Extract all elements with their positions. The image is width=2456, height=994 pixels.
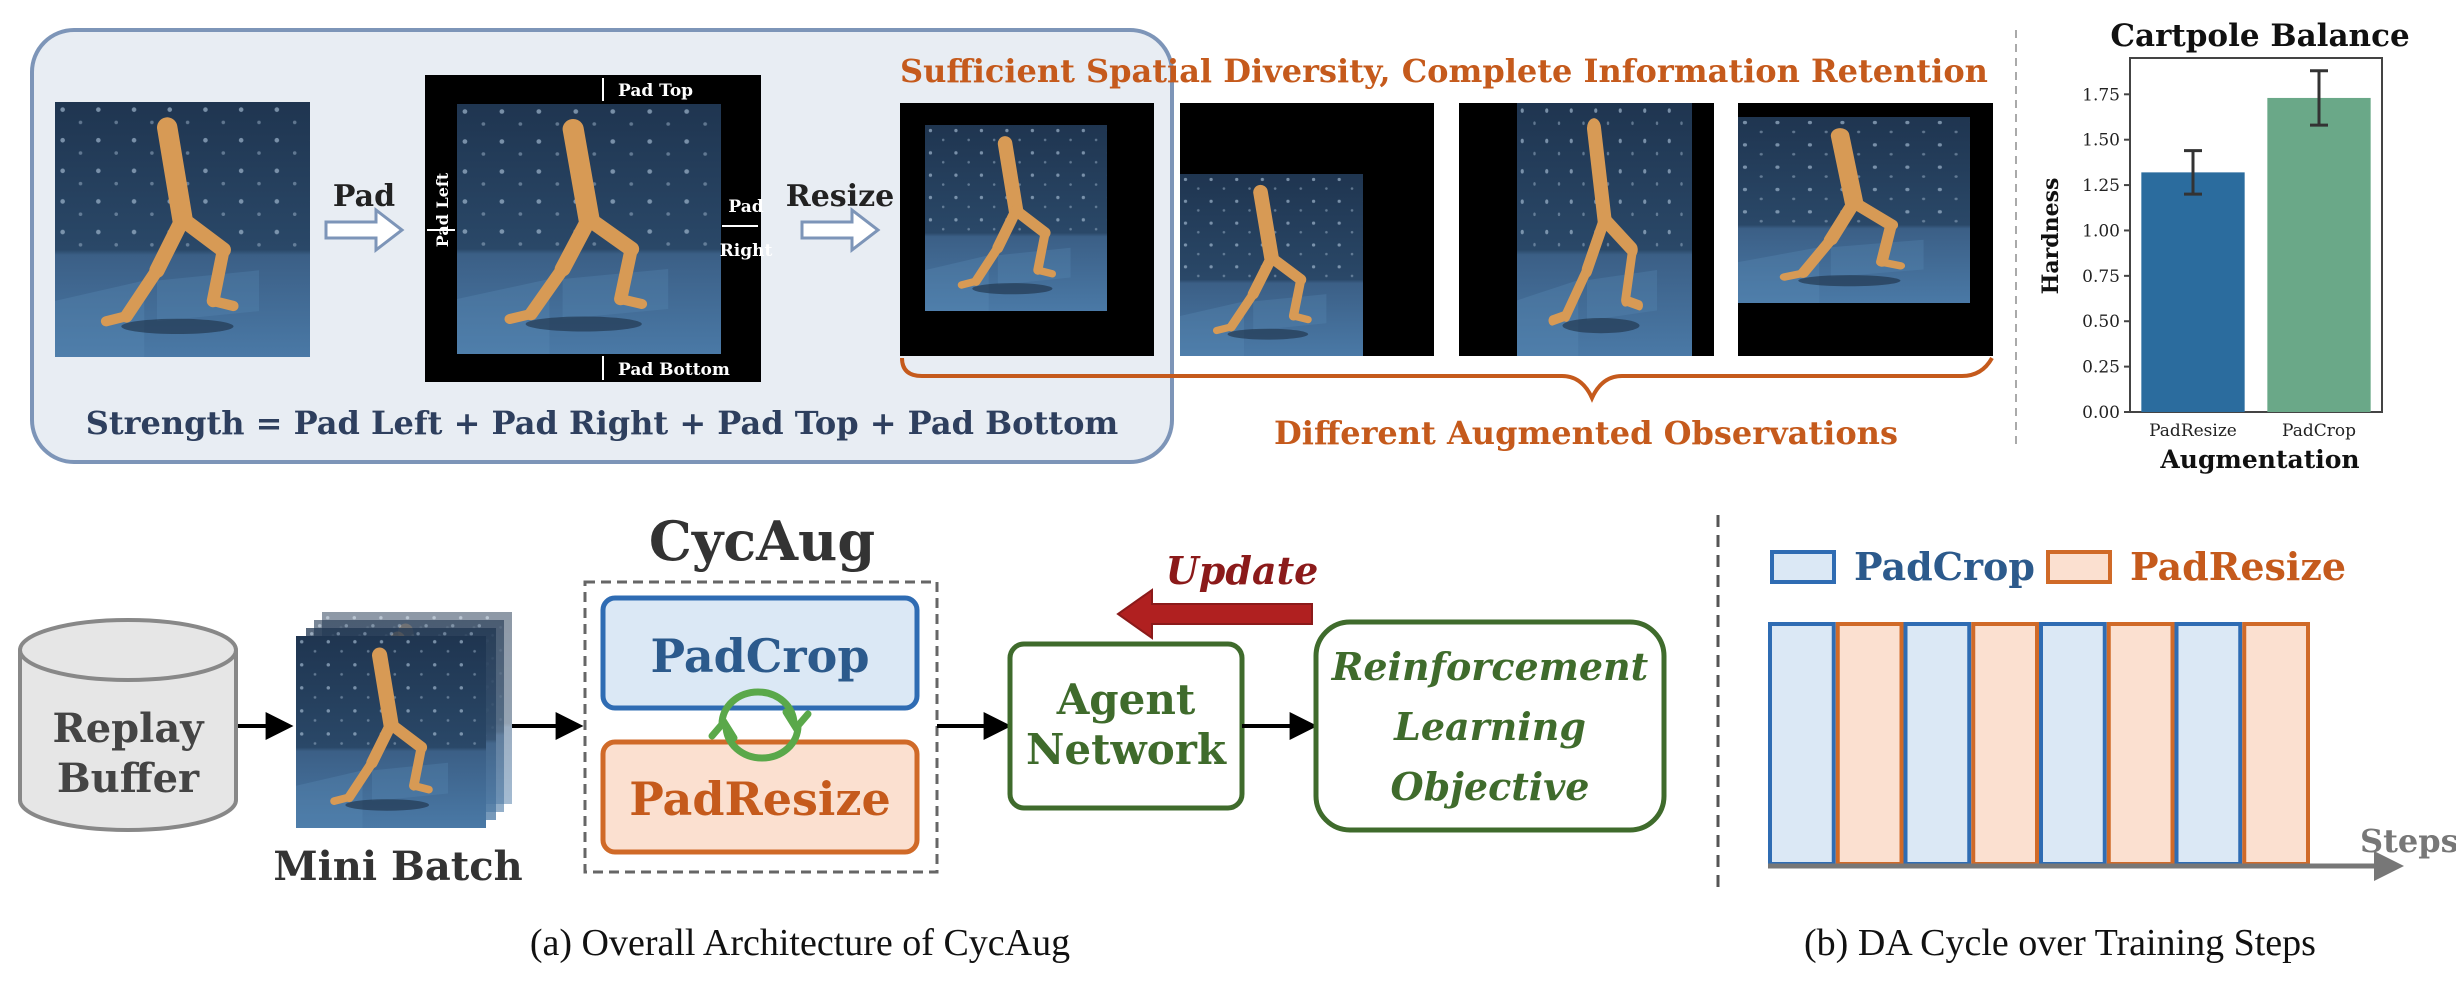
- chart-y-tick-label: 1.50: [2082, 131, 2120, 151]
- strength-formula: Strength = Pad Left + Pad Right + Pad To…: [86, 404, 1119, 442]
- chart-y-tick-label: 0.75: [2082, 267, 2120, 287]
- cycle-bars: [1768, 622, 2310, 866]
- cycle-bar-padresize: [1835, 622, 1904, 866]
- pad-right-label-1: Pad: [728, 197, 763, 217]
- padded-observation-image: [457, 104, 721, 354]
- rl-objective-label-3: Objective: [1391, 764, 1590, 809]
- pad-arrow-icon: [324, 206, 405, 254]
- agent-network-label-1: Agent: [1056, 675, 1196, 724]
- augmented-image-1-content: [925, 125, 1107, 311]
- cycaug-title: CycAug: [649, 509, 875, 573]
- original-observation-image: [55, 102, 310, 357]
- legend-padcrop-swatch: [1770, 550, 1836, 584]
- cycle-bar-padcrop: [2174, 622, 2243, 866]
- chart-x-axis-label: Augmentation: [2159, 445, 2359, 474]
- chart-title: Cartpole Balance: [2110, 18, 2409, 54]
- rl-objective-label-1: Reinforcement: [1331, 644, 1649, 689]
- chart-bar-padcrop: [2267, 97, 2371, 412]
- padcrop-box: [600, 595, 920, 711]
- cycle-icon: [708, 688, 812, 762]
- cycle-bar-padresize: [1971, 622, 2039, 866]
- chart-x-ticks: PadResize PadCrop: [2149, 421, 2356, 441]
- hardness-chart: Cartpole Balance 0.00 0.25 0.50 0.75 1.00 1.2…: [2038, 18, 2410, 474]
- chart-x-tick-label: PadCrop: [2282, 421, 2356, 441]
- chart-y-ticks: 0.00 0.25 0.50 0.75 1.00 1.25 1.50 1.75: [2082, 85, 2130, 423]
- cycle-bar-padcrop: [1768, 622, 1836, 866]
- cycle-bar-padcrop: [1903, 622, 1972, 866]
- legend-padresize-label: PadResize: [2130, 544, 2346, 589]
- resize-label: Resize: [786, 179, 894, 214]
- augmented-image-2-content: [1180, 174, 1363, 356]
- chart-y-tick-label: 1.25: [2082, 176, 2120, 196]
- cycle-bar-padresize: [2106, 622, 2175, 866]
- agent-network-label-2: Network: [1026, 725, 1227, 774]
- mini-batch-stack: [296, 612, 512, 828]
- chart-y-tick-label: 0.25: [2082, 358, 2120, 378]
- chart-y-tick-label: 0.00: [2082, 403, 2120, 423]
- architecture-caption: (a) Overall Architecture of CycAug: [530, 922, 1070, 964]
- padresize-box: [600, 739, 920, 855]
- replay-buffer-icon: [18, 618, 238, 832]
- replay-buffer-label-2: Buffer: [57, 755, 200, 802]
- augmented-image-3-content: [1517, 103, 1692, 356]
- steps-label: Steps: [2360, 822, 2456, 860]
- chart-y-tick-label: 1.75: [2082, 85, 2120, 105]
- mini-batch-label: Mini Batch: [273, 843, 522, 890]
- cycle-bar-padresize: [2242, 622, 2310, 866]
- chart-y-tick-label: 0.50: [2082, 312, 2120, 332]
- resize-arrow-icon: [800, 206, 881, 254]
- augmented-image-4-content: [1738, 117, 1970, 303]
- cycle-bar-padcrop: [2039, 622, 2107, 866]
- chart-y-axis-label: Hardness: [2038, 178, 2064, 295]
- rl-objective-box: [1313, 619, 1667, 833]
- rl-objective-label-2: Learning: [1393, 704, 1586, 749]
- legend-padresize-swatch: [2046, 550, 2112, 584]
- pad-bottom-label: Pad Bottom: [618, 360, 730, 380]
- pad-left-label: Pad Left: [433, 172, 452, 247]
- chart-x-tick-label: PadResize: [2149, 421, 2237, 441]
- legend-padcrop-label: PadCrop: [1854, 544, 2035, 589]
- padresize-label: PadResize: [629, 772, 891, 826]
- augmented-top-caption: Sufficient Spatial Diversity, Complete I…: [900, 52, 1988, 90]
- chart-bar-padresize: [2141, 172, 2245, 412]
- pad-label: Pad: [333, 179, 395, 214]
- pad-right-label-2: Right: [720, 241, 773, 261]
- augmented-bottom-caption: Different Augmented Observations: [1274, 414, 1898, 452]
- chart-bars: [2141, 69, 2371, 412]
- update-label: Update: [1166, 548, 1319, 593]
- padcrop-label: PadCrop: [650, 629, 869, 683]
- pad-top-label: Pad Top: [618, 81, 693, 101]
- augmented-brace: [900, 356, 1994, 403]
- cycle-caption: (b) DA Cycle over Training Steps: [1804, 922, 2316, 964]
- chart-y-tick-label: 1.00: [2082, 221, 2120, 241]
- update-arrow-icon: [1116, 588, 1313, 640]
- replay-buffer-label-1: Replay: [52, 705, 205, 752]
